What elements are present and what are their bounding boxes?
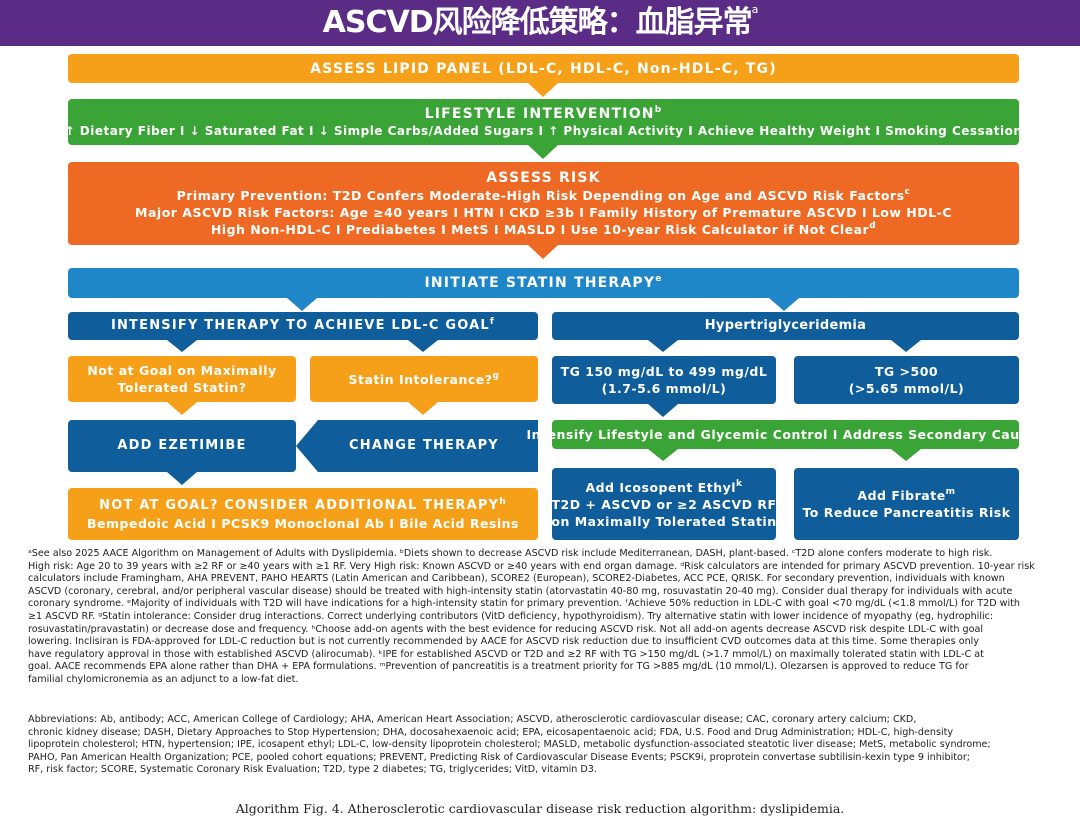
arrow-down bbox=[528, 83, 558, 97]
footnote-line: ᵃSee also 2025 AACE Algorithm on Managem… bbox=[28, 548, 993, 559]
page-title: ASCVD风险降低策略：血脂异常a bbox=[322, 3, 759, 40]
arrow-down bbox=[167, 402, 197, 415]
abbreviations: Abbreviations: Ab, antibody; ACC, Americ… bbox=[28, 714, 1058, 777]
not-at-goal-additional-box: NOT AT GOAL? CONSIDER ADDITIONAL THERAPY… bbox=[68, 488, 538, 540]
initiate-statin-box: INITIATE STATIN THERAPYe bbox=[68, 268, 1019, 298]
intensify-lifestyle-box: Intensify Lifestyle and Glycemic Control… bbox=[527, 420, 1044, 449]
abbreviation-line: lipoprotein cholesterol; HTN, hypertensi… bbox=[28, 739, 991, 751]
arrow-down bbox=[648, 340, 678, 352]
change-therapy-box: CHANGE THERAPY bbox=[310, 420, 538, 472]
abbreviation-line: Abbreviations: Ab, antibody; ACC, Americ… bbox=[28, 714, 917, 725]
arrow-down bbox=[167, 472, 197, 485]
arrow-down bbox=[891, 449, 921, 461]
add-ezetimibe-box: ADD EZETIMIBE bbox=[68, 420, 296, 472]
tg-high-line-2: (>5.65 mmol/L) bbox=[848, 381, 965, 396]
intensify-lifestyle-label: Intensify Lifestyle and Glycemic Control… bbox=[526, 427, 1045, 442]
fibrate-line: To Reduce Pancreatitis Risk bbox=[802, 505, 1011, 520]
icosapent-line-1: T2D + ASCVD or ≥2 ASCVD RF bbox=[551, 496, 777, 512]
fibrate-title: Add Fibrate bbox=[857, 488, 946, 503]
not-at-goal-line-1: Not at Goal on Maximally bbox=[87, 363, 277, 378]
icosapent-line-2: on Maximally Tolerated Statin bbox=[551, 513, 777, 529]
initiate-statin-label: INITIATE STATIN THERAPY bbox=[424, 275, 656, 291]
figure-caption: Algorithm Fig. 4. Atherosclerotic cardio… bbox=[235, 801, 845, 816]
assess-lipid-panel-label: ASSESS LIPID PANEL (LDL-C, HDL-C, Non-HD… bbox=[310, 60, 777, 77]
arrow-down bbox=[408, 340, 438, 352]
change-therapy-chevron bbox=[296, 420, 538, 472]
footnote-line: coronary syndrome. ᵉMajority of individu… bbox=[28, 598, 1020, 610]
add-ezetimibe-label: ADD EZETIMIBE bbox=[117, 438, 247, 453]
abbreviation-line: PAHO, Pan American Health Organization; … bbox=[28, 751, 971, 763]
not-at-goal-line-2: Tolerated Statin? bbox=[117, 380, 247, 395]
arrow-down bbox=[167, 340, 197, 352]
lifestyle-items: ↑ Dietary Fiber I ↓ Saturated Fat I ↓ Si… bbox=[64, 123, 1023, 138]
tg-150-499-box: TG 150 mg/dL to 499 mg/dL (1.7-5.6 mmol/… bbox=[552, 356, 776, 404]
fibrate-box: Add Fibratem To Reduce Pancreatitis Risk bbox=[794, 468, 1019, 540]
arrow-down bbox=[528, 245, 558, 259]
footnote-line: familial chylomicronemia as an adjunct t… bbox=[28, 673, 299, 685]
assess-risk-box: ASSESS RISK Primary Prevention: T2D Conf… bbox=[68, 162, 1019, 245]
assess-lipid-panel-box: ASSESS LIPID PANEL (LDL-C, HDL-C, Non-HD… bbox=[68, 54, 1019, 83]
footnotes: ᵃSee also 2025 AACE Algorithm on Managem… bbox=[28, 548, 1058, 687]
hypertriglyceridemia-box: Hypertriglyceridemia bbox=[552, 312, 1019, 340]
footnote-line: have regulatory approval in those with e… bbox=[28, 648, 984, 660]
statin-intolerance-label: Statin Intolerance? bbox=[348, 371, 493, 387]
footnote-line: High risk: Age 20 to 39 years with ≥2 RF… bbox=[28, 560, 1035, 572]
icosapent-box: Add Icosopent Ethylk T2D + ASCVD or ≥2 A… bbox=[551, 468, 777, 540]
footnote-line: ASCVD (coronary, cerebral, and/or periph… bbox=[28, 585, 1013, 597]
intensify-therapy-box: INTENSIFY THERAPY TO ACHIEVE LDL-C GOALf bbox=[68, 312, 538, 340]
arrow-down bbox=[648, 404, 678, 417]
intensify-therapy-label: INTENSIFY THERAPY TO ACHIEVE LDL-C GOAL bbox=[110, 318, 490, 333]
tg-over-500-box: TG >500 (>5.65 mmol/L) bbox=[794, 356, 1019, 404]
statin-intolerance-box: Statin Intolerance?g bbox=[310, 356, 538, 402]
arrow-down bbox=[769, 298, 799, 311]
footnote-line: lowering. Inclisiran is FDA-approved for… bbox=[28, 636, 980, 648]
not-at-goal-additional-title: NOT AT GOAL? CONSIDER ADDITIONAL THERAPY bbox=[99, 497, 500, 513]
abbreviation-line: RF, risk factor; SCORE, Systematic Coron… bbox=[28, 764, 597, 776]
footnote-line: rosuvastatin/pravastatin) or decrease do… bbox=[28, 623, 984, 635]
tg-range-line-2: (1.7-5.6 mmol/L) bbox=[601, 381, 727, 396]
abbreviation-line: chronic kidney disease; DASH, Dietary Ap… bbox=[28, 726, 954, 738]
footnote-line: calculators include Framingham, AHA PREV… bbox=[28, 573, 1005, 585]
assess-risk-line-2: Major ASCVD Risk Factors: Age ≥40 years … bbox=[135, 205, 952, 220]
lifestyle-intervention-title: LIFESTYLE INTERVENTION bbox=[424, 105, 655, 122]
tg-high-line-1: TG >500 bbox=[874, 364, 939, 379]
title-bar bbox=[0, 0, 1080, 46]
arrow-down bbox=[891, 340, 921, 352]
assess-risk-line-1: Primary Prevention: T2D Confers Moderate… bbox=[176, 188, 905, 203]
hypertriglyceridemia-label: Hypertriglyceridemia bbox=[704, 318, 867, 333]
arrow-down bbox=[408, 402, 438, 415]
icosapent-title: Add Icosopent Ethyl bbox=[585, 479, 737, 495]
footnote-line: ≥1 ASCVD RF. ᵍStatin intolerance: Consid… bbox=[28, 610, 994, 622]
not-at-goal-additional-line: Bempedoic Acid I PCSK9 Monoclonal Ab I B… bbox=[86, 515, 520, 531]
lifestyle-intervention-box: LIFESTYLE INTERVENTIONb ↑ Dietary Fiber … bbox=[65, 99, 1022, 145]
assess-risk-title: ASSESS RISK bbox=[486, 170, 601, 186]
arrow-down bbox=[287, 298, 317, 311]
assess-risk-line-3: High Non-HDL-C I Prediabetes I MetS I MA… bbox=[210, 222, 870, 237]
not-at-goal-maximally-box: Not at Goal on Maximally Tolerated Stati… bbox=[68, 356, 296, 402]
tg-range-line-1: TG 150 mg/dL to 499 mg/dL bbox=[560, 364, 768, 379]
change-therapy-label: CHANGE THERAPY bbox=[349, 438, 499, 453]
arrow-down bbox=[528, 145, 558, 159]
arrow-down bbox=[648, 449, 678, 461]
footnote-line: goal. AACE recommends EPA alone rather t… bbox=[28, 661, 969, 673]
